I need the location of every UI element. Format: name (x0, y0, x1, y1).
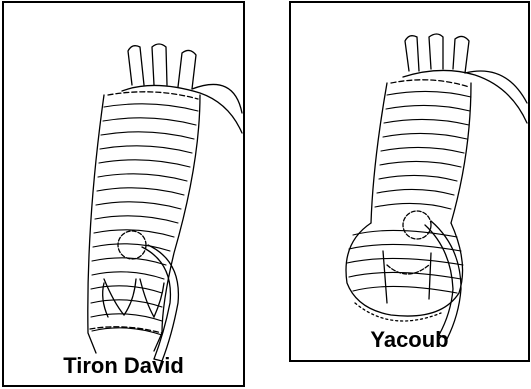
tiron-david-illustration (4, 3, 243, 385)
tiron-david-caption: Tiron David (4, 353, 243, 379)
yacoub-panel: Yacoub (289, 1, 530, 362)
yacoub-illustration (291, 3, 528, 360)
tiron-david-panel: Tiron David (2, 1, 245, 387)
yacoub-caption: Yacoub (291, 327, 528, 353)
